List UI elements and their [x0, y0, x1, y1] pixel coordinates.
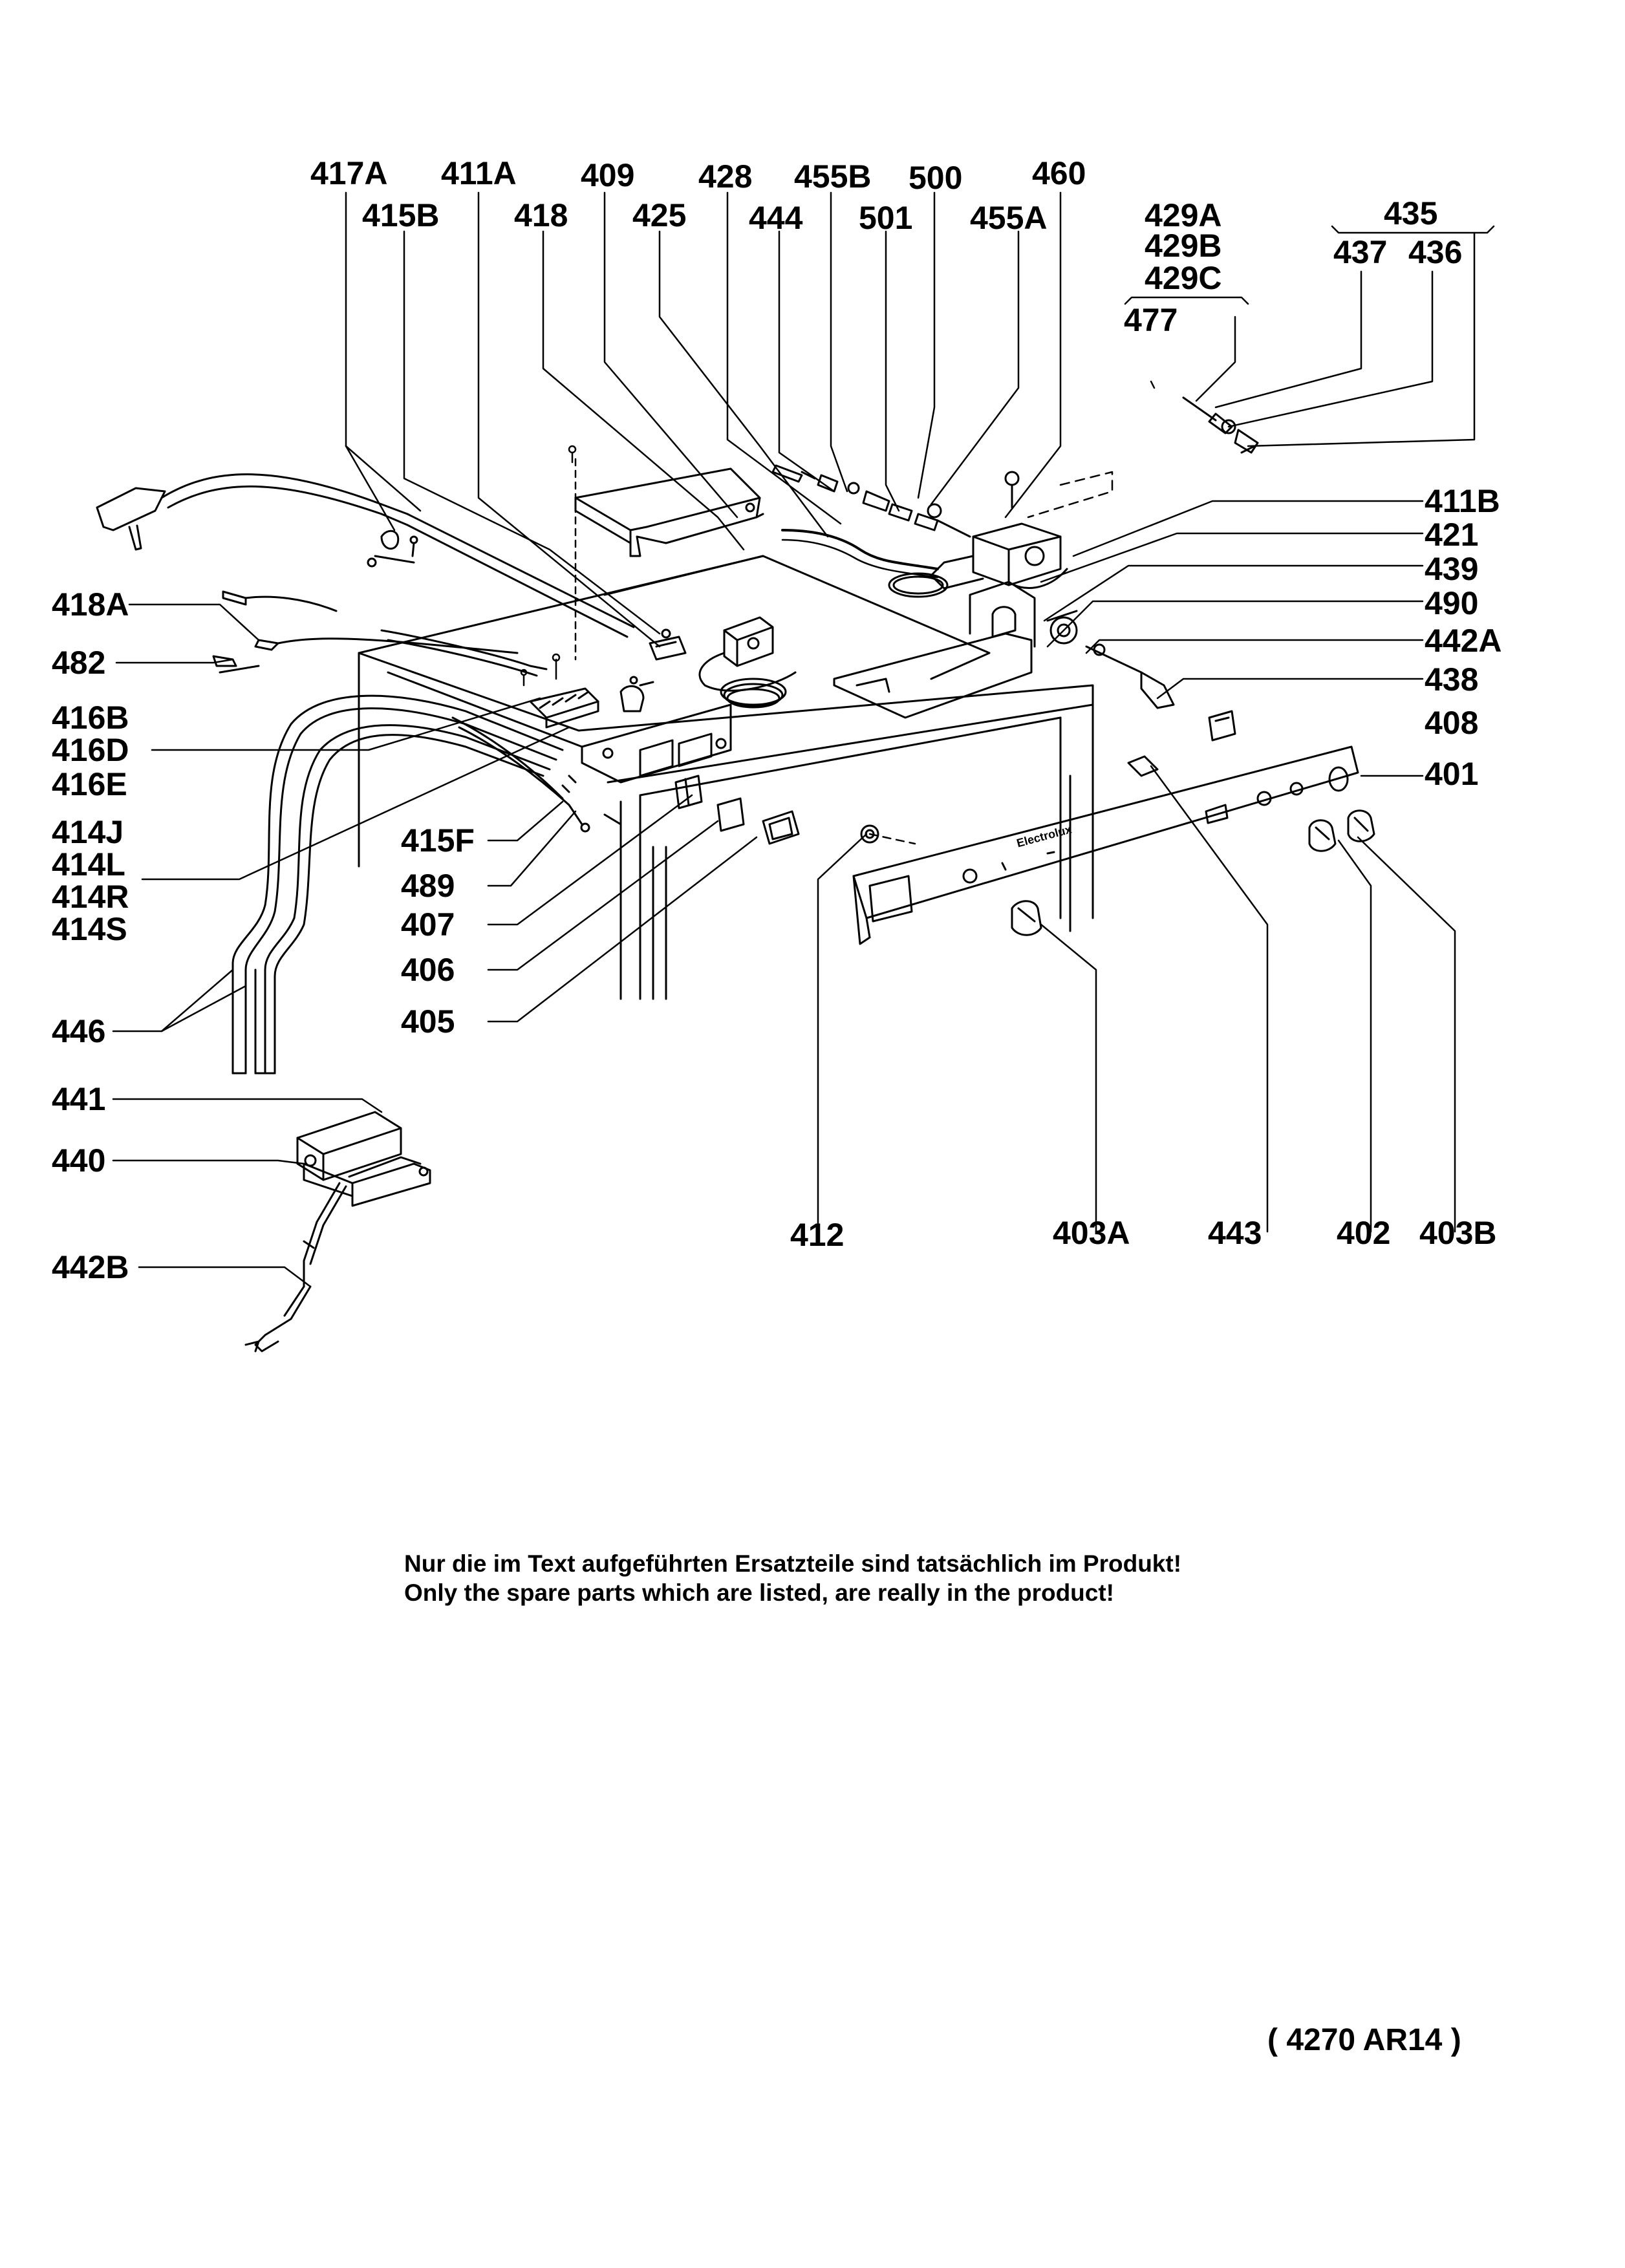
part-screws	[520, 445, 577, 687]
part-407-connector-bracket	[581, 703, 732, 784]
part-417A-clip	[367, 530, 418, 568]
label-490: 490	[1425, 585, 1479, 621]
label-421: 421	[1425, 517, 1479, 553]
label-412: 412	[790, 1217, 845, 1253]
part-power-cord	[96, 473, 635, 638]
label-408: 408	[1425, 705, 1479, 741]
cabinet-body	[358, 555, 1094, 1000]
part-403B-knob	[1347, 809, 1375, 842]
part-425-gas-tube	[781, 529, 939, 570]
part-405-switch	[762, 810, 800, 845]
part-460-screw	[1004, 471, 1020, 509]
label-414J: 414J	[52, 814, 124, 850]
label-409: 409	[581, 157, 635, 193]
label-406: 406	[401, 952, 455, 988]
label-501: 501	[859, 200, 913, 236]
part-402-knob	[1308, 819, 1337, 852]
label-439: 439	[1425, 551, 1479, 587]
label-414S: 414S	[52, 911, 127, 947]
label-455A: 455A	[970, 200, 1048, 236]
label-415F: 415F	[401, 822, 475, 859]
label-418A: 418A	[52, 586, 129, 623]
part-406-switch	[716, 797, 745, 832]
label-416B: 416B	[52, 700, 129, 736]
part-407-switch	[674, 775, 703, 809]
label-489: 489	[401, 868, 455, 904]
part-446-heater	[231, 694, 564, 1075]
label-429A: 429A	[1145, 197, 1222, 233]
label-442A: 442A	[1425, 623, 1502, 659]
label-437: 437	[1333, 234, 1388, 270]
label-435: 435	[1384, 195, 1438, 231]
part-408-switch	[1208, 710, 1236, 742]
note-german: Nur die im Text aufgeführten Ersatzteile…	[404, 1550, 1182, 1577]
part-441-relay-box	[296, 1111, 402, 1181]
label-455B: 455B	[794, 158, 872, 195]
label-416D: 416D	[52, 732, 129, 768]
cables-415F-489	[451, 716, 622, 833]
part-412-nut	[860, 824, 879, 844]
label-407: 407	[401, 906, 455, 943]
part-429-thermocouple	[1182, 396, 1259, 454]
label-460: 460	[1032, 155, 1086, 191]
part-416-terminal-block	[529, 687, 599, 729]
label-416E: 416E	[52, 766, 127, 802]
part-415B-clip	[619, 676, 654, 712]
label-429B: 429B	[1145, 228, 1222, 264]
part-443-lever	[1127, 755, 1159, 777]
label-418: 418	[514, 197, 568, 233]
label-500: 500	[909, 160, 963, 196]
label-425: 425	[632, 197, 687, 233]
label-414L: 414L	[52, 846, 125, 883]
label-429C: 429C	[1145, 260, 1222, 296]
label-477: 477	[1124, 302, 1178, 338]
drawing-code: ( 4270 AR14 )	[1267, 2023, 1461, 2057]
label-403B: 403B	[1419, 1215, 1497, 1251]
leader-lines-right	[817, 500, 1456, 1233]
gas-pipe-fittings	[771, 464, 971, 538]
group-brackets	[1124, 225, 1495, 447]
part-capillary-coil	[720, 678, 787, 709]
label-415B: 415B	[362, 197, 440, 233]
leader-lines-top	[345, 191, 1062, 648]
route-dashed-435	[1027, 471, 1114, 519]
part-ring-gasket	[888, 572, 949, 598]
label-443: 443	[1208, 1215, 1262, 1251]
label-411A: 411A	[441, 155, 517, 191]
label-482: 482	[52, 645, 106, 681]
label-403A: 403A	[1053, 1215, 1130, 1251]
label-446: 446	[52, 1013, 106, 1049]
part-440-base	[303, 1154, 431, 1207]
label-401: 401	[1425, 756, 1479, 792]
part-401-control-panel	[852, 745, 1359, 945]
part-421-gas-valve	[930, 522, 1068, 590]
label-438: 438	[1425, 661, 1479, 698]
label-441: 441	[52, 1081, 106, 1117]
label-444: 444	[749, 200, 803, 236]
label-442B: 442B	[52, 1249, 129, 1285]
label-414R: 414R	[52, 879, 129, 915]
part-418A-cable	[212, 590, 519, 674]
label-417A: 417A	[310, 155, 388, 191]
part-409-cover	[574, 467, 764, 557]
part-418-thermostat	[698, 616, 797, 692]
label-440: 440	[52, 1142, 106, 1179]
label-436: 436	[1408, 234, 1463, 270]
label-402: 402	[1337, 1215, 1391, 1251]
note-english: Only the spare parts which are listed, a…	[404, 1579, 1114, 1606]
cable-418-to-block	[380, 629, 548, 670]
part-403A-knob	[1011, 900, 1042, 936]
label-405: 405	[401, 1003, 455, 1040]
route-dashed-412	[868, 833, 916, 845]
leader-lines-left	[112, 603, 758, 1288]
part-442B-probe	[244, 1182, 347, 1353]
label-428: 428	[698, 158, 753, 195]
part-411A-connector	[649, 628, 687, 661]
label-411B: 411B	[1425, 483, 1500, 519]
part-438-igniter	[1085, 643, 1175, 709]
